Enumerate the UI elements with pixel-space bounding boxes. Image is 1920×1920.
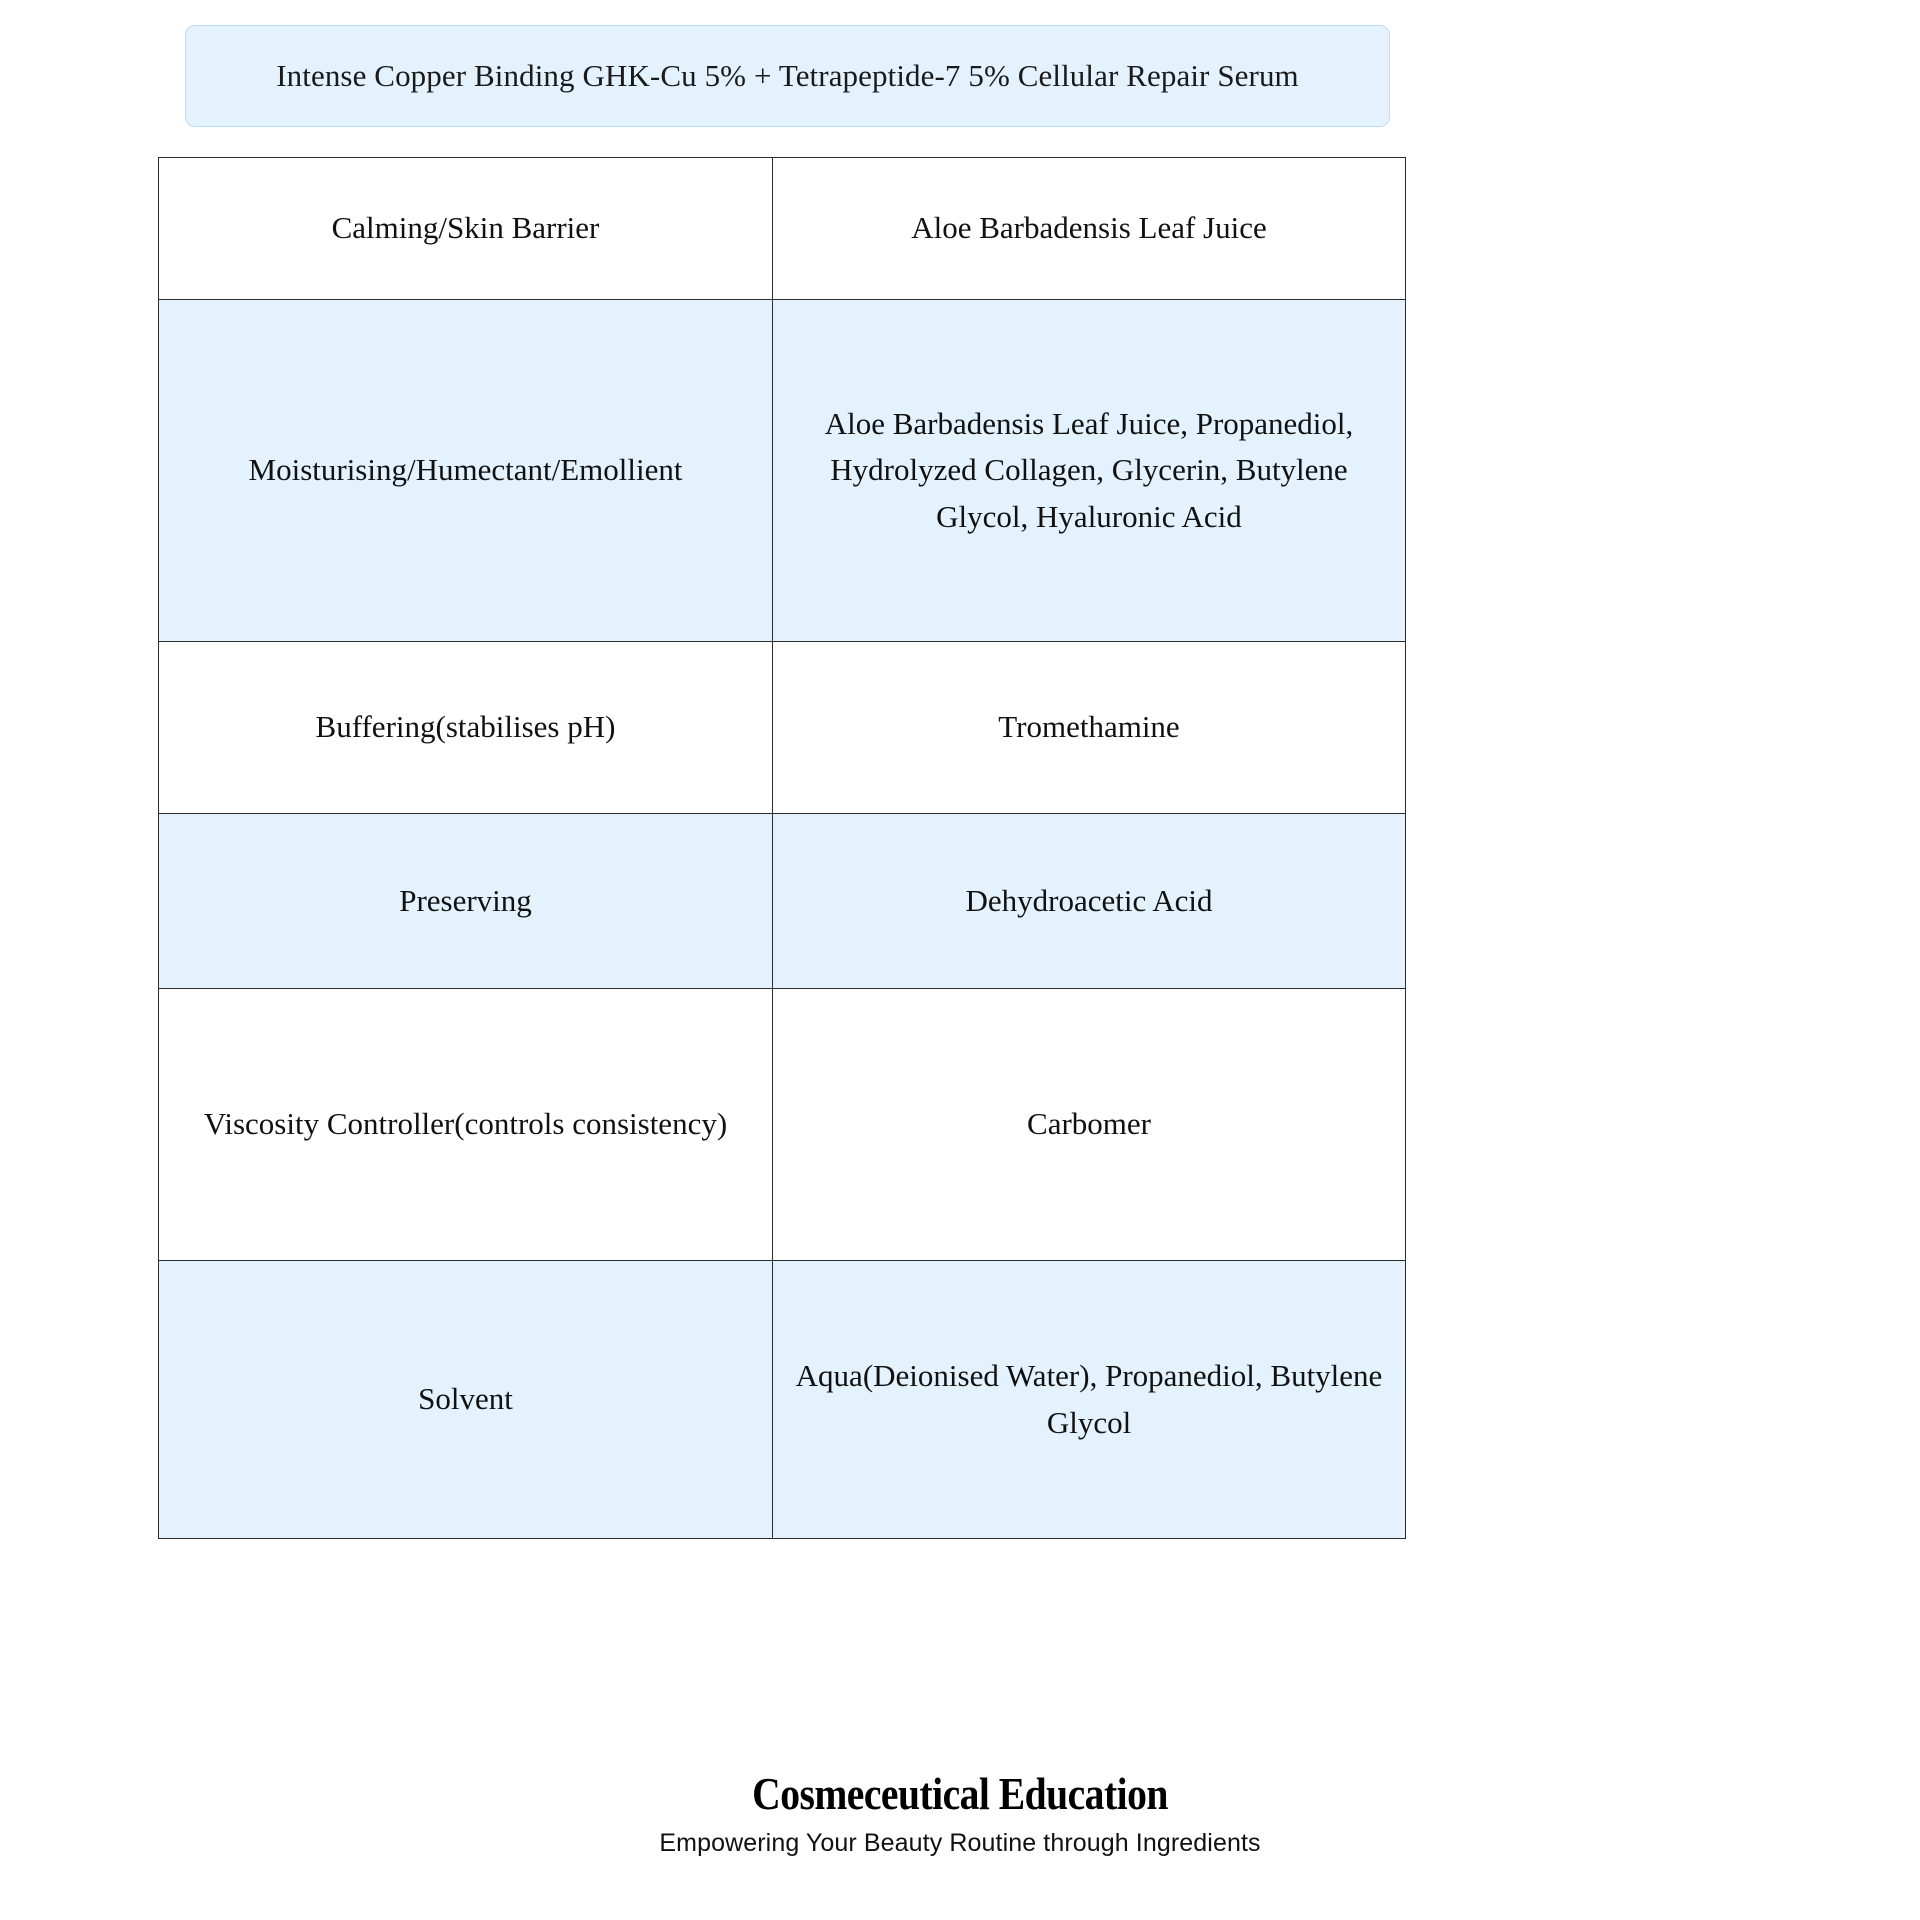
table-row: Calming/Skin Barrier Aloe Barbadensis Le… <box>158 157 1406 300</box>
product-title-banner: Intense Copper Binding GHK-Cu 5% + Tetra… <box>185 25 1390 127</box>
page-title: Intense Copper Binding GHK-Cu 5% + Tetra… <box>276 57 1299 93</box>
footer: Cosmeceutical Education Empowering Your … <box>0 1770 1920 1858</box>
cell-ingredients: Aqua(Deionised Water), Propanediol, Buty… <box>772 1260 1406 1539</box>
cell-function: Calming/Skin Barrier <box>158 157 773 300</box>
table-row: Solvent Aqua(Deionised Water), Propanedi… <box>158 1260 1406 1539</box>
cell-function: Moisturising/Humectant/Emollient <box>158 299 773 642</box>
table-row: Viscosity Controller(controls consistenc… <box>158 988 1406 1261</box>
cell-function: Buffering(stabilises pH) <box>158 641 773 814</box>
table-row: Preserving Dehydroacetic Acid <box>158 813 1406 989</box>
brand-tagline: Empowering Your Beauty Routine through I… <box>659 1828 1261 1857</box>
brand-name: Cosmeceutical Education <box>752 1769 1168 1819</box>
cell-ingredients: Dehydroacetic Acid <box>772 813 1406 989</box>
cell-ingredients: Carbomer <box>772 988 1406 1261</box>
table-body: Calming/Skin Barrier Aloe Barbadensis Le… <box>158 157 1406 1539</box>
cell-ingredients: Tromethamine <box>772 641 1406 814</box>
cell-ingredients: Aloe Barbadensis Leaf Juice <box>772 157 1406 300</box>
cell-function: Solvent <box>158 1260 773 1539</box>
cell-ingredients: Aloe Barbadensis Leaf Juice, Propanediol… <box>772 299 1406 642</box>
cell-function: Preserving <box>158 813 773 989</box>
ingredient-function-table: Calming/Skin Barrier Aloe Barbadensis Le… <box>158 157 1406 1539</box>
table-row: Moisturising/Humectant/Emollient Aloe Ba… <box>158 299 1406 642</box>
table-row: Buffering(stabilises pH) Tromethamine <box>158 641 1406 814</box>
cell-function: Viscosity Controller(controls consistenc… <box>158 988 773 1261</box>
